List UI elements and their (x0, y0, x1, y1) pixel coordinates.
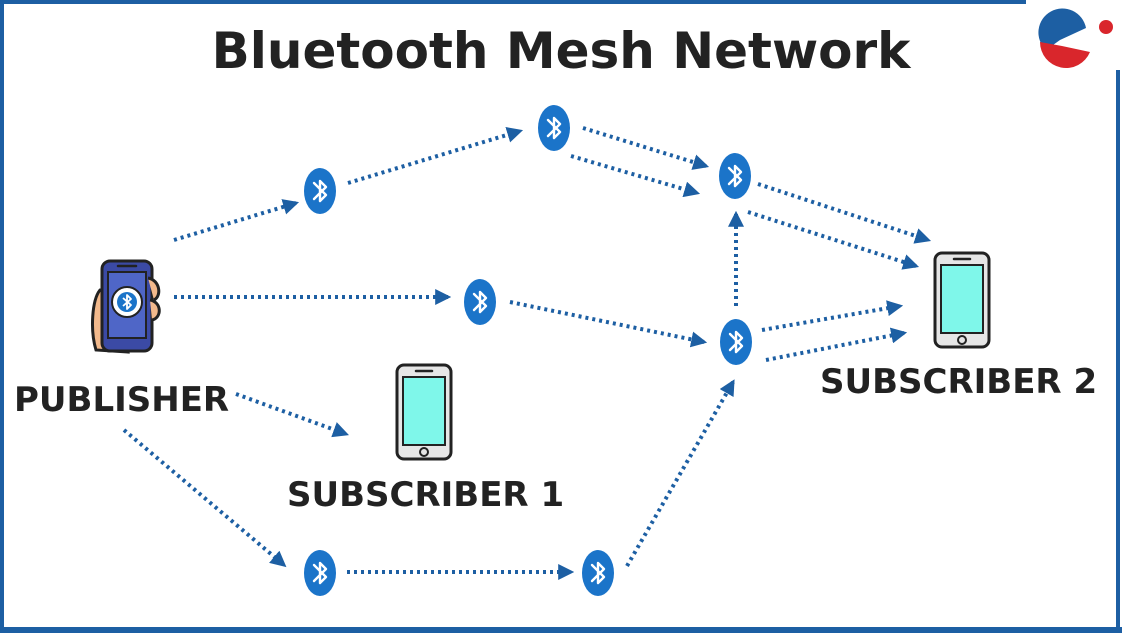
mesh-links (122, 126, 932, 580)
link-publisher-to-subscriber-1 (235, 392, 350, 438)
link-node-a-to-node-b (347, 127, 524, 185)
brand-globe-logo (1038, 8, 1113, 68)
link-node-c-to-subscriber-2-1 (757, 182, 932, 244)
frame-left-border (0, 0, 4, 633)
smartphone-icon (395, 363, 453, 461)
bluetooth-icon (536, 103, 572, 153)
publisher-label: PUBLISHER (14, 380, 230, 420)
link-publisher-to-node-f (122, 428, 287, 568)
smartphone-icon (933, 251, 991, 349)
bluetooth-icon (580, 548, 616, 598)
link-node-e-to-subscriber-2-2 (765, 327, 908, 362)
frame-bottom-border (0, 627, 1122, 633)
subscriber-2-label: SUBSCRIBER 2 (820, 362, 1098, 402)
subscriber-1-label: SUBSCRIBER 1 (287, 475, 565, 515)
bluetooth-icon (717, 151, 753, 201)
frame-right-border (1116, 70, 1120, 633)
bluetooth-icon (462, 277, 498, 327)
link-node-b-to-node-c-1 (582, 126, 710, 170)
diagram-title: Bluetooth Mesh Network (211, 22, 911, 80)
link-node-e-to-subscriber-2-1 (761, 300, 904, 332)
link-node-c-to-subscriber-2-2 (747, 210, 920, 270)
bluetooth-icon (718, 317, 754, 367)
hand-holding-phone-icon (91, 259, 161, 354)
link-node-d-to-node-e (509, 300, 708, 348)
bluetooth-icon (302, 166, 338, 216)
frame-top-border (0, 0, 1026, 4)
link-node-g-to-node-e (625, 379, 735, 567)
bluetooth-icon (302, 548, 338, 598)
link-node-b-to-node-c-2 (570, 154, 701, 198)
link-publisher-to-node-a (173, 199, 300, 242)
